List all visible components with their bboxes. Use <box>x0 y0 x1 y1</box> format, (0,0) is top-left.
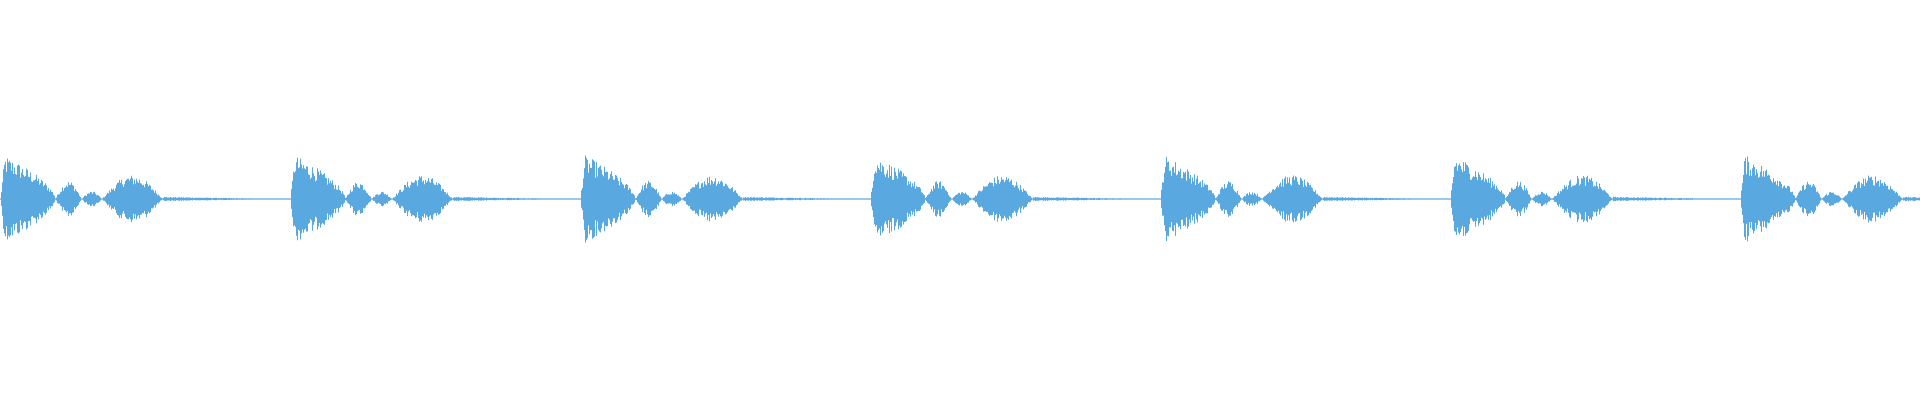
audio-waveform-panel <box>0 155 1920 243</box>
audio-waveform <box>0 155 1920 243</box>
